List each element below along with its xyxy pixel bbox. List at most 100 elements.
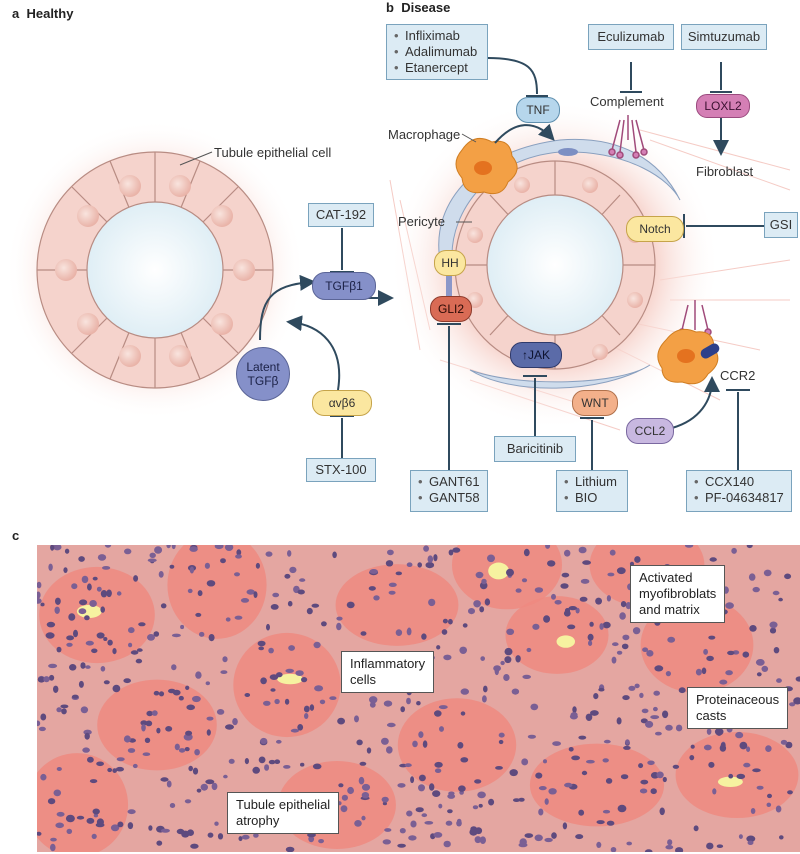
cell-nucleus [235, 554, 242, 559]
cell-nucleus [341, 794, 348, 801]
cell-nucleus [662, 776, 667, 783]
cell-nucleus [607, 572, 615, 577]
cell-nucleus [205, 779, 215, 785]
cell-nucleus [693, 825, 699, 832]
cell-nucleus [544, 837, 553, 843]
cell-nucleus [780, 739, 788, 745]
cell-nucleus [769, 628, 777, 634]
cell-nucleus [756, 785, 764, 790]
cell-nucleus [258, 756, 266, 764]
tubule-epithelial-cell-label: Tubule epithelial cell [214, 145, 332, 160]
cell-nucleus [645, 720, 654, 728]
cell-nucleus [340, 805, 348, 813]
cell-nucleus [703, 648, 708, 655]
cell-nucleus [776, 678, 782, 683]
tubule-section [451, 545, 563, 610]
cell-nucleus [535, 772, 543, 779]
cell-nucleus [185, 730, 193, 736]
cell-nucleus [428, 598, 436, 607]
cell-nucleus [53, 685, 59, 693]
callout-1-line-1: Activated [639, 570, 693, 585]
cell-nucleus [712, 788, 717, 795]
cell-nucleus [795, 676, 800, 682]
cell-nucleus [438, 803, 443, 809]
cell-nucleus [418, 784, 425, 792]
cell-nucleus [475, 571, 484, 579]
cell-nucleus [116, 757, 125, 762]
cell-nucleus [127, 822, 134, 830]
cell-nucleus [206, 580, 216, 587]
cell-nucleus [321, 621, 327, 627]
cell-nucleus [746, 746, 751, 752]
cell-nucleus [110, 824, 120, 832]
cell-nucleus [596, 841, 602, 848]
cell-nucleus [297, 589, 305, 595]
cell-nucleus [46, 621, 56, 628]
cell-nucleus [564, 608, 571, 613]
cell-nucleus [523, 548, 530, 557]
cell-nucleus [773, 647, 780, 654]
cell-nucleus [779, 835, 784, 840]
cell-nucleus [138, 622, 146, 627]
cell-nucleus [581, 770, 588, 776]
cell-nucleus [580, 578, 590, 584]
callout-activated-myofibroblasts: Activated myofibroblats and matrix [630, 565, 726, 623]
cell-nucleus [477, 791, 486, 799]
cell-nucleus [71, 694, 79, 699]
cell-nucleus [447, 809, 453, 814]
cell-nucleus [91, 648, 98, 654]
cell-nucleus [632, 627, 641, 635]
cell-nucleus [252, 766, 260, 774]
cell-nucleus [211, 782, 218, 791]
cell-nucleus [410, 820, 417, 828]
cell-nucleus [534, 587, 544, 593]
stx-100-box: STX-100 [306, 458, 376, 482]
cell-nucleus [166, 545, 171, 549]
cell-nucleus [443, 654, 452, 661]
cell-nucleus [551, 593, 556, 600]
cell-nucleus [509, 769, 518, 777]
cell-nucleus [204, 562, 210, 569]
cell-nucleus [50, 837, 57, 842]
cell-nucleus [38, 726, 46, 732]
cell-nucleus [479, 606, 485, 613]
cell-nucleus [255, 562, 260, 569]
cell-nucleus [141, 724, 146, 732]
cell-nucleus [606, 820, 615, 826]
cell-nucleus [299, 578, 306, 582]
cell-nucleus [621, 643, 629, 650]
cell-nucleus [356, 739, 363, 746]
cell-nucleus [284, 573, 291, 579]
fibroblast-label: Fibroblast [696, 164, 754, 179]
cell-nucleus [459, 646, 468, 654]
cell-nucleus [184, 799, 192, 804]
cell-nucleus [40, 713, 47, 721]
cell-nucleus [117, 821, 124, 828]
cell-nucleus [504, 647, 513, 656]
cell-nucleus [171, 545, 176, 550]
cell-nucleus [337, 717, 345, 725]
cell-nucleus [605, 778, 613, 784]
cell-nucleus [216, 709, 225, 715]
cell-nucleus [142, 752, 151, 756]
cell-nucleus [260, 737, 268, 745]
cell-nucleus [68, 613, 76, 621]
cell-nucleus [346, 601, 355, 609]
cell-nucleus [560, 583, 569, 589]
cell-nucleus [456, 820, 462, 827]
cell-nucleus [616, 717, 622, 725]
cell-nucleus [739, 741, 748, 750]
cell-nucleus [253, 833, 259, 838]
drug-bio: BIO [564, 490, 621, 506]
cell-nucleus [587, 633, 594, 641]
cell-nucleus [415, 807, 424, 813]
cell-nucleus [78, 556, 85, 562]
cell-nucleus [445, 820, 453, 826]
cell-nucleus [589, 621, 594, 627]
cell-nucleus [308, 835, 315, 843]
cell-nucleus [366, 747, 372, 754]
cell-nucleus [647, 760, 655, 766]
cell-nucleus [63, 567, 68, 573]
panel-a-title: Healthy [26, 6, 74, 21]
cell-nucleus [708, 761, 715, 768]
